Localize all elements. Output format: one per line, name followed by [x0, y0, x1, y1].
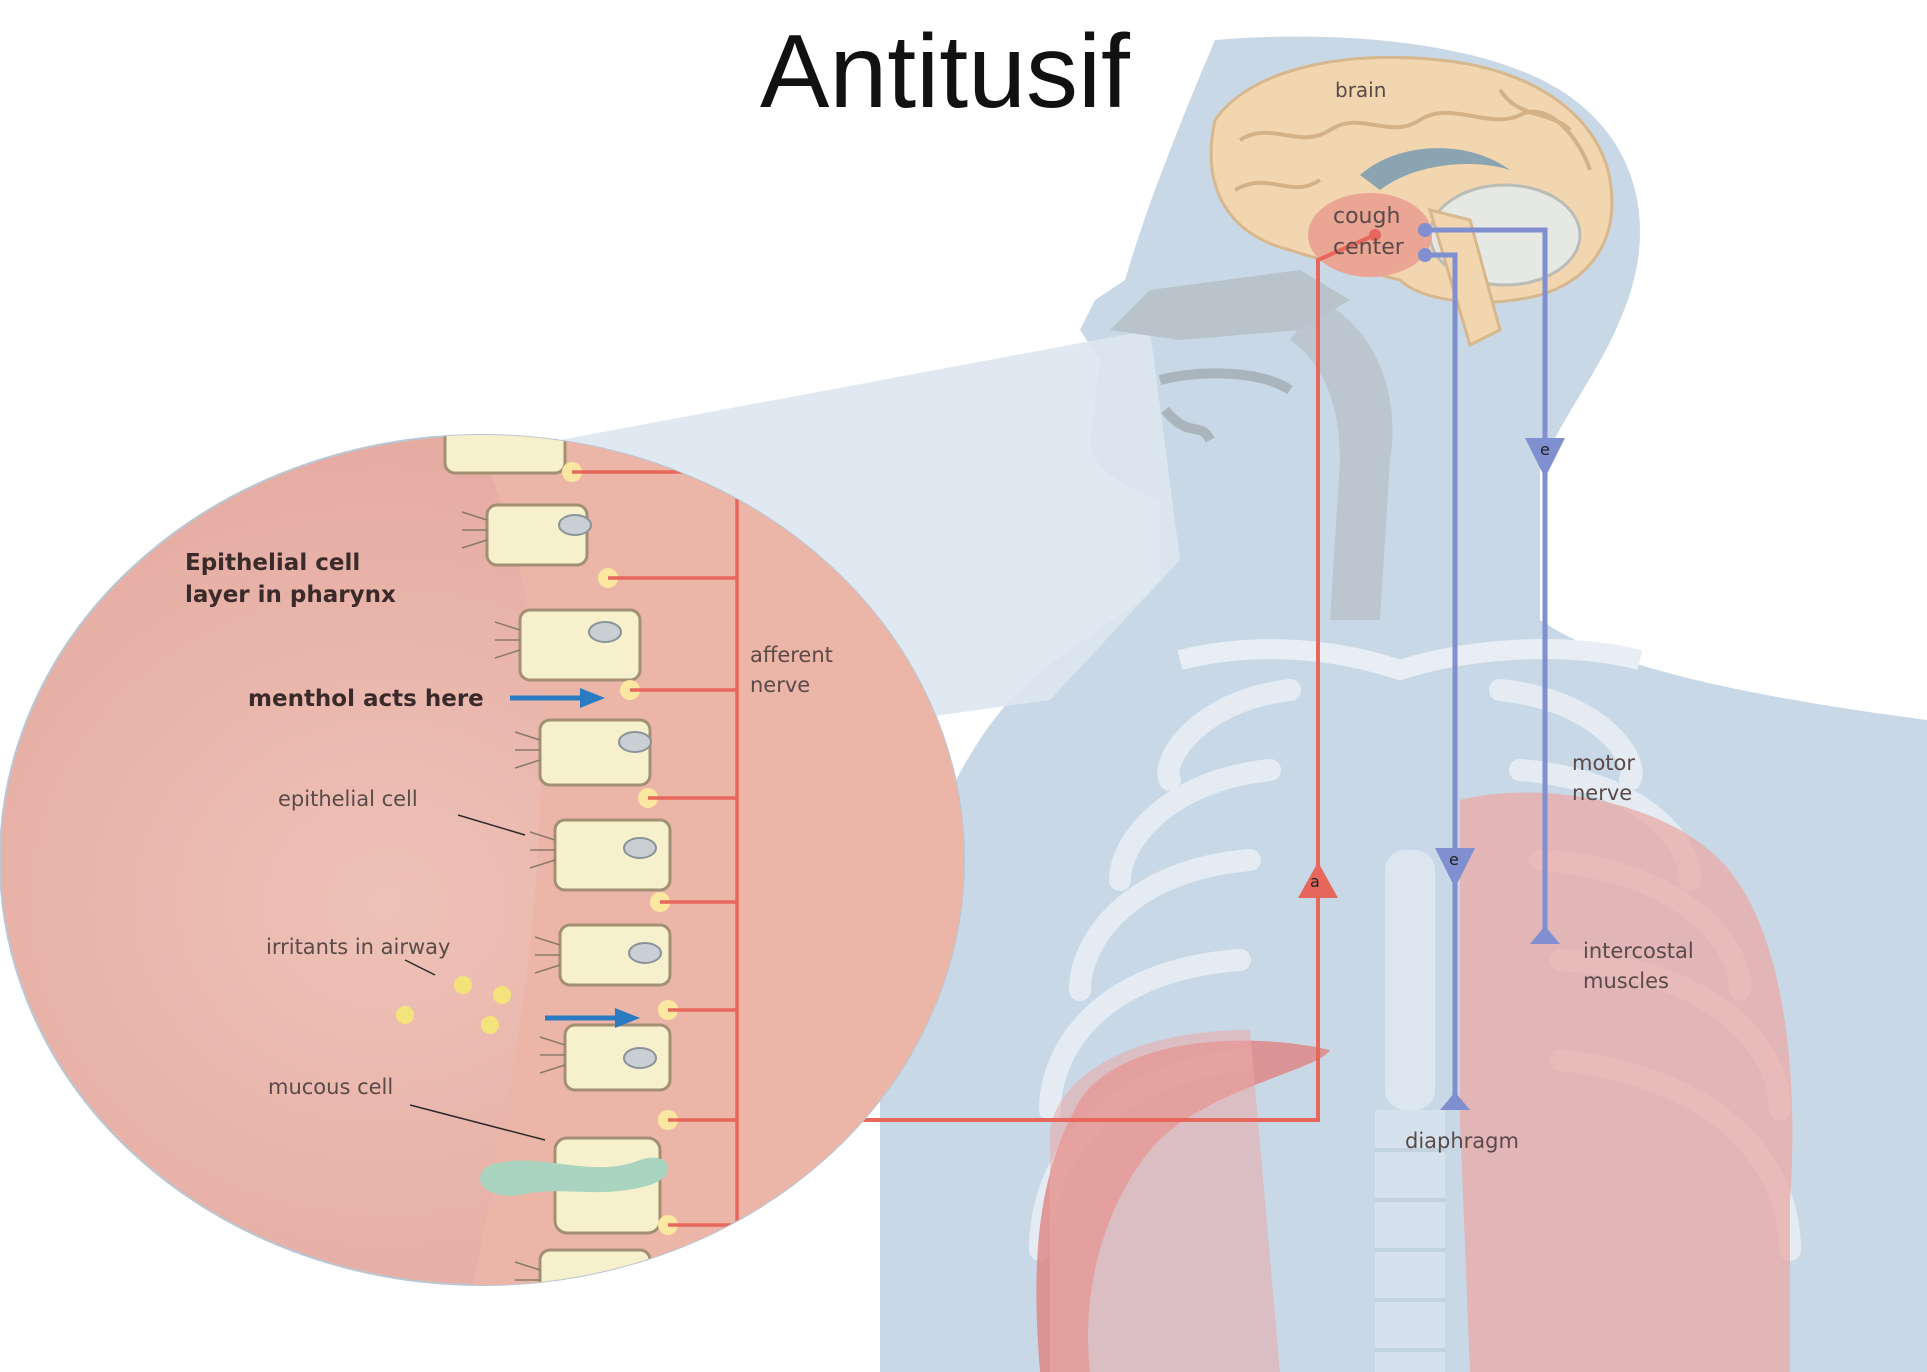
intercostal-label-line1: intercostal: [1583, 936, 1694, 966]
diaphragm-label: diaphragm: [1405, 1126, 1519, 1156]
epithelial-layer-title-line2: layer in pharynx: [185, 580, 396, 610]
sternum: [1385, 850, 1435, 1110]
lower-lung: [1050, 1030, 1280, 1372]
menthol-label: menthol acts here: [248, 684, 484, 714]
efferent-marker-label-lower: e: [1449, 850, 1459, 869]
epithelial-layer-title-line1: Epithelial cell: [185, 548, 360, 578]
intercostal-label-line2: muscles: [1583, 966, 1669, 996]
motor-nerve-label-line2: nerve: [1572, 778, 1632, 808]
irritants-label: irritants in airway: [266, 932, 450, 962]
cough-center-label-line1: cough: [1333, 202, 1400, 232]
afferent-nerve-label-line1: afferent: [750, 640, 833, 670]
afferent-marker-label: a: [1310, 872, 1320, 891]
page-title: Antitusif: [760, 20, 1130, 124]
brain-label: brain: [1335, 75, 1386, 105]
motor-nerve-label-line1: motor: [1572, 748, 1635, 778]
epithelial-cell-label: epithelial cell: [278, 784, 418, 814]
mucous-cell-label: mucous cell: [268, 1072, 393, 1102]
afferent-nerve-label-line2: nerve: [750, 670, 810, 700]
cough-center-label-line2: center: [1333, 233, 1404, 263]
efferent-marker-label-upper: e: [1540, 440, 1550, 459]
